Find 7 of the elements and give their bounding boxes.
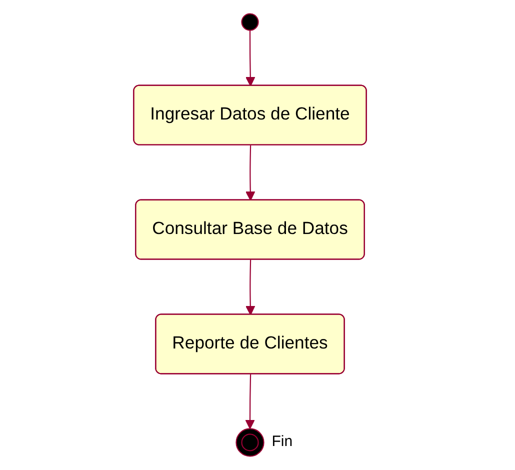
node-circle <box>241 13 259 31</box>
arrow <box>246 30 256 86</box>
node-caption: Fin <box>272 433 293 450</box>
arrow <box>246 260 256 316</box>
node-circle <box>236 428 264 457</box>
arrow <box>246 145 256 201</box>
arrow <box>245 374 255 430</box>
